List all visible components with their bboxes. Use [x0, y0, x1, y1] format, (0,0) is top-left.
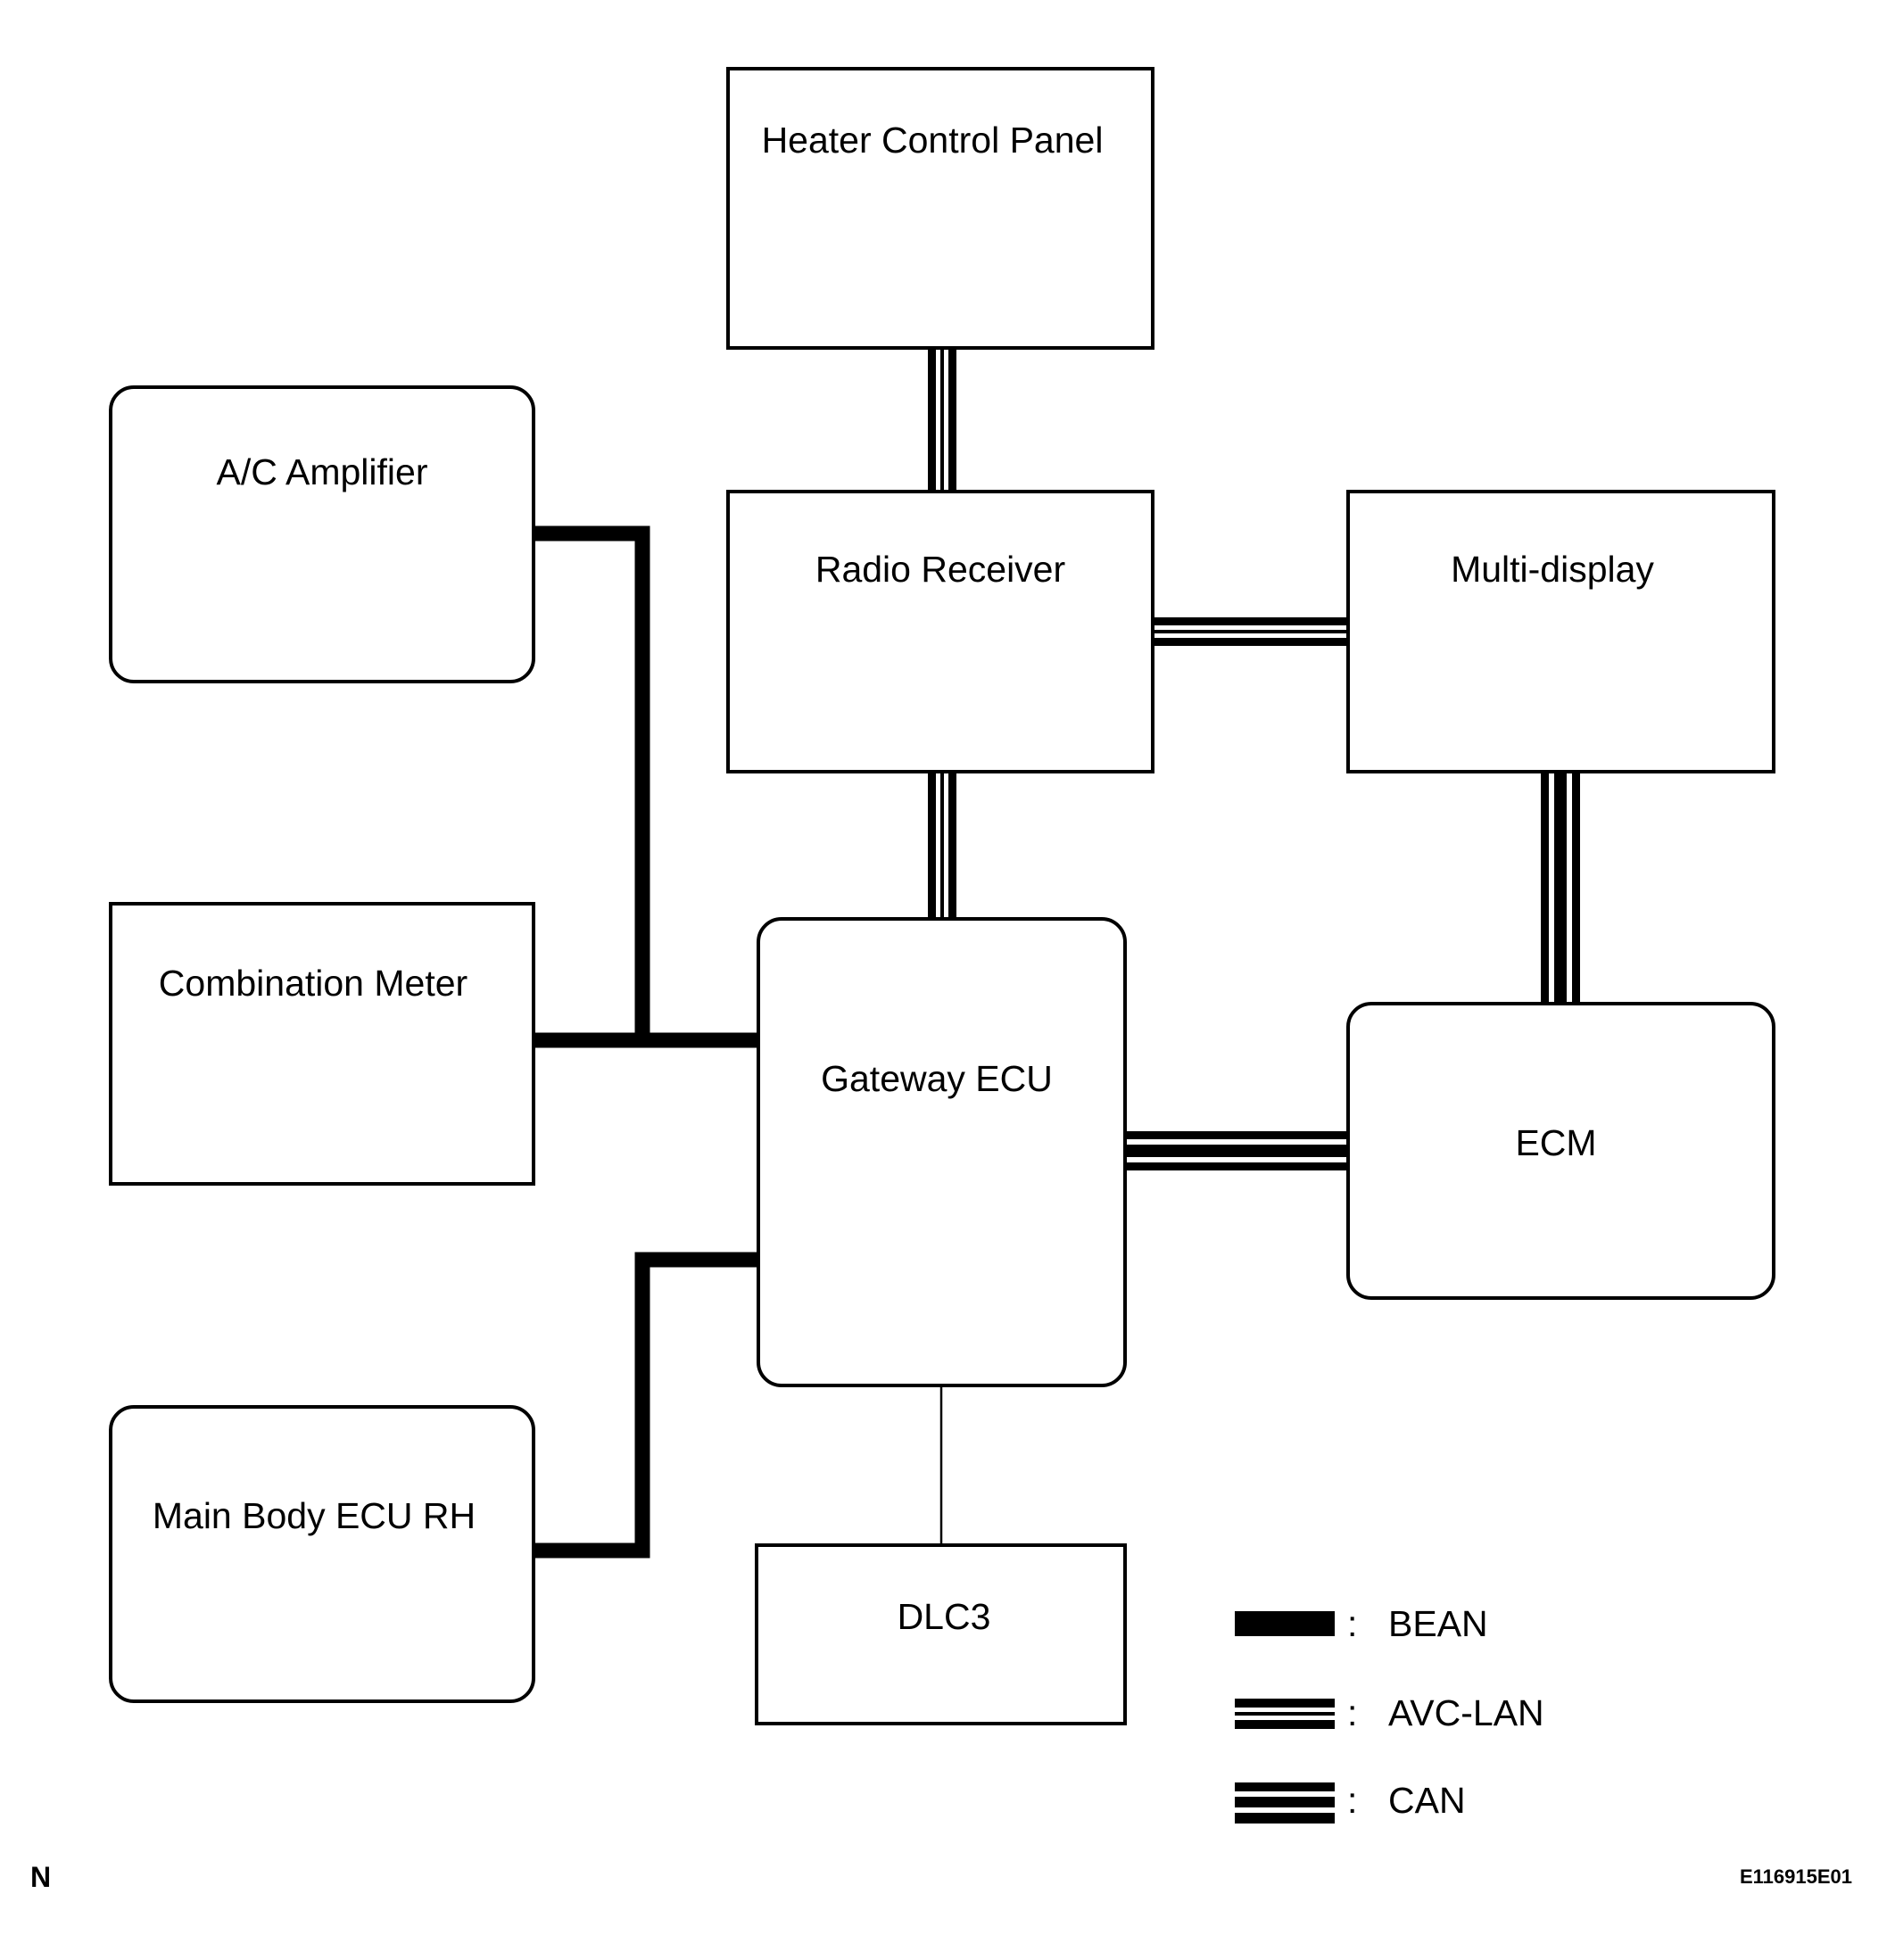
legend-separator: : [1347, 1692, 1357, 1733]
legend-swatch-bean [1235, 1611, 1335, 1636]
legend-item-can: : CAN [1235, 1780, 1466, 1824]
node-gateway-ecu: Gateway ECU [757, 917, 1127, 1387]
legend-label-avc-lan: AVC-LAN [1388, 1692, 1544, 1733]
node-combination-meter: Combination Meter [109, 902, 535, 1186]
footer-right-code: E116915E01 [1740, 1865, 1852, 1888]
legend-swatch-can [1235, 1782, 1335, 1824]
node-main-body-ecu-rh: Main Body ECU RH [109, 1405, 535, 1703]
bean-connection-main-body-ecu [534, 1252, 758, 1559]
legend-swatch-avc-lan [1235, 1699, 1335, 1729]
node-label: Multi-display [1451, 549, 1654, 590]
node-heater-control-panel: Heater Control Panel [726, 67, 1154, 350]
node-label: DLC3 [898, 1596, 991, 1637]
legend-separator: : [1347, 1603, 1357, 1644]
node-multi-display: Multi-display [1346, 490, 1775, 773]
bean-connection-ac-amplifier [534, 525, 758, 1048]
can-connection-gateway-ecm [1126, 1131, 1349, 1170]
node-label: A/C Amplifier [217, 451, 428, 492]
avc-lan-connection-heater-radio [928, 348, 956, 491]
footer-left-code: N [30, 1861, 51, 1893]
legend-separator: : [1347, 1780, 1357, 1821]
legend: : BEAN : AVC-LAN : CAN [1235, 1603, 1544, 1824]
node-label: ECM [1515, 1122, 1596, 1163]
node-radio-receiver: Radio Receiver [726, 490, 1154, 773]
node-label: Gateway ECU [821, 1058, 1053, 1099]
node-ecm: ECM [1346, 1002, 1775, 1300]
can-connection-multidisplay-ecm [1541, 772, 1580, 1004]
avc-lan-connection-radio-multidisplay [1154, 617, 1349, 646]
node-label: Heater Control Panel [762, 120, 1104, 161]
avc-lan-connection-radio-gateway [928, 772, 956, 919]
node-ac-amplifier: A/C Amplifier [109, 385, 535, 683]
node-label: Radio Receiver [815, 549, 1065, 590]
node-label: Main Body ECU RH [153, 1495, 476, 1536]
legend-item-bean: : BEAN [1235, 1603, 1488, 1644]
legend-label-can: CAN [1388, 1780, 1466, 1821]
node-label: Combination Meter [159, 963, 468, 1004]
legend-item-avc-lan: : AVC-LAN [1235, 1692, 1544, 1733]
legend-label-bean: BEAN [1388, 1603, 1488, 1644]
node-dlc3: DLC3 [755, 1543, 1127, 1725]
